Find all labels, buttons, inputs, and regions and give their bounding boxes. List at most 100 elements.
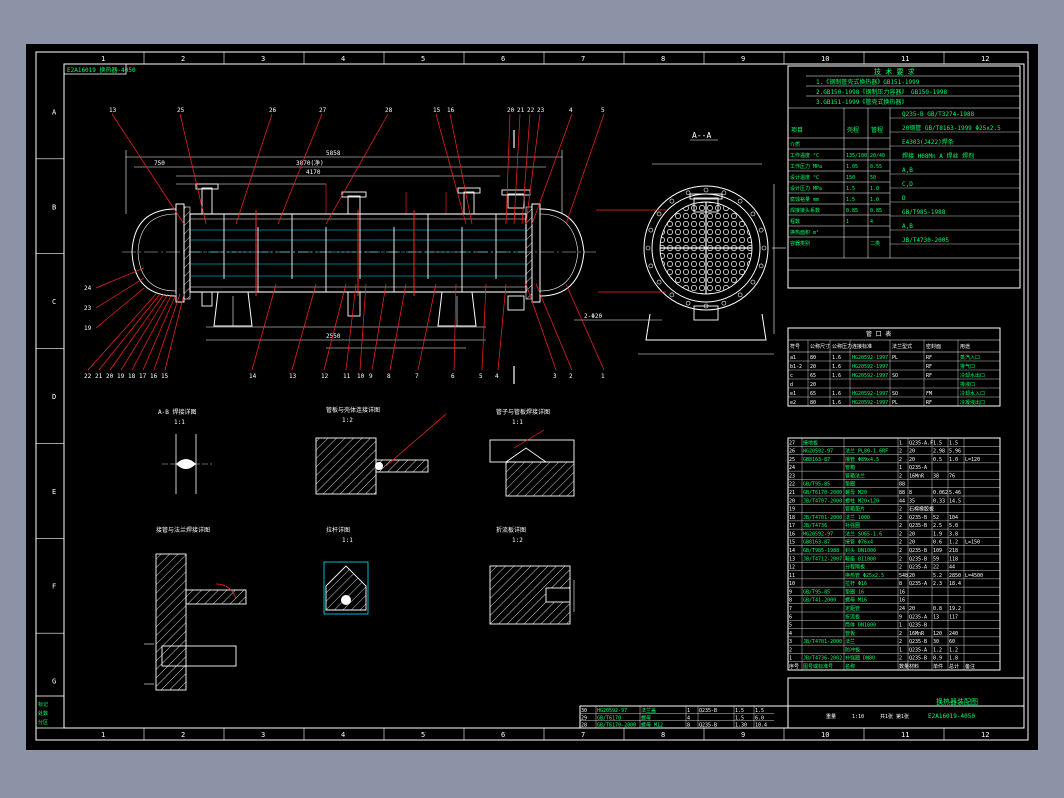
balloon-leader — [111, 113, 185, 225]
parts-cell: 16 — [789, 531, 795, 537]
parts-cell: 8 — [789, 598, 792, 604]
parts-cell: 定距管 — [845, 605, 860, 612]
detail-tubesheet-shell — [315, 413, 447, 495]
parts-cell: 19 — [789, 507, 795, 513]
parts-cell: 筒体 DN1000 — [845, 622, 876, 629]
small-table-cell: Q235-B — [699, 723, 717, 729]
parts-cell: 20 — [909, 449, 915, 455]
parts-cell: 109 — [933, 548, 942, 554]
material-row: D — [902, 195, 906, 202]
parts-cell: 2 — [899, 556, 902, 562]
bolt-hole — [737, 198, 743, 204]
parts-cell: 封头 DN1000 — [845, 547, 876, 554]
balloon-bottom: 4 — [495, 373, 499, 380]
bolt-hole — [669, 292, 675, 298]
small-table-cell: 28 — [581, 723, 587, 729]
nozzle-cell: e1 — [790, 391, 796, 397]
parts-cell: 数量 — [899, 663, 909, 670]
balloon-top: 26 — [269, 107, 277, 114]
balloon-left-side: 19 — [84, 325, 92, 332]
grid-col-label-top: 2 — [181, 55, 185, 63]
balloon-leader — [291, 283, 317, 371]
parts-cell: 5.46 — [949, 490, 961, 496]
nozzle-cell: PL — [892, 355, 898, 361]
parts-cell: 1 — [899, 623, 902, 629]
balloon-bottom: 8 — [387, 373, 391, 380]
parts-cell: 分程隔板 — [845, 564, 865, 571]
nozzle-cell: 1.6 — [832, 373, 841, 379]
parts-cell: 1.5 — [933, 440, 942, 446]
parts-cell: 9 — [789, 589, 792, 595]
parts-cell: 11 — [789, 573, 795, 579]
parts-cell: HG20592-97 — [803, 531, 833, 537]
balloon-top: 27 — [319, 107, 327, 114]
balloon-leader — [87, 293, 157, 371]
grid-row-label: A — [52, 108, 57, 116]
scale-value: 1:10 — [852, 714, 864, 720]
material-row: 焊接 H08Mn A 焊丝 焊剂 — [902, 152, 974, 160]
parts-cell: 2 — [789, 647, 792, 653]
dim-overall: 5858 — [326, 150, 341, 157]
dim-saddle-spacing: 2550 — [326, 333, 341, 340]
parts-cell: 117 — [949, 614, 958, 620]
parts-cell: 0.6 — [933, 540, 942, 546]
grid-col-label-bottom: 9 — [741, 731, 745, 739]
parts-cell: JB/T4736-2002 — [803, 656, 842, 662]
material-row: A,B — [902, 167, 913, 174]
parts-cell: Q235-A.F — [909, 440, 933, 446]
drawing-number: E2A16019-4050 — [928, 713, 975, 720]
grid-col-label-bottom: 7 — [581, 731, 585, 739]
parts-cell: 104 — [949, 515, 958, 521]
parts-cell: GB8163-87 — [803, 540, 830, 546]
nozzle-cell: SO — [892, 391, 898, 397]
balloon-leader — [531, 113, 573, 225]
parts-cell: 1.2 — [949, 540, 958, 546]
design-table-cell: 20/40 — [870, 153, 885, 159]
parts-cell: 螺母 M16 — [845, 597, 867, 604]
design-table-cell: 程数 — [790, 218, 800, 225]
parts-cell: 2 — [899, 523, 902, 529]
balloon-leader — [417, 283, 437, 371]
bolt-hole — [750, 279, 756, 285]
parts-cell: HG20592-97 — [803, 449, 833, 455]
revision-label: 分区 — [38, 719, 48, 726]
nozzle-cell: 1.6 — [832, 400, 841, 406]
parts-cell: 4 — [789, 631, 792, 637]
balloon-left-side: 23 — [84, 305, 92, 312]
parts-cell: Q235-B — [909, 639, 927, 645]
grid-row-label: G — [52, 678, 56, 686]
parts-cell: 13 — [933, 614, 939, 620]
parts-cell: 管板 — [845, 630, 855, 637]
detail-scale: 1:1 — [342, 537, 353, 544]
balloon-leader — [535, 283, 573, 371]
balloon-bottom: 12 — [321, 373, 329, 380]
bolt-hole — [761, 245, 767, 251]
parts-cell: JB/T4712-2007 — [803, 556, 842, 562]
parts-cell: 法兰 1000 — [845, 514, 870, 521]
parts-cell: 118 — [949, 556, 958, 562]
detail-scale: 1:1 — [512, 419, 523, 426]
parts-cell: 22 — [933, 565, 939, 571]
nozzle-cell: c — [790, 373, 793, 379]
dim-inner: 3870(净) — [296, 159, 324, 167]
nozzle-cell: RF — [926, 364, 932, 370]
parts-cell: 17 — [789, 523, 795, 529]
balloon-bottom: 5 — [479, 373, 483, 380]
small-table-cell: 1.5 — [735, 715, 744, 721]
balloon-leader — [453, 283, 457, 371]
nozzle-header: 连接标准 — [852, 343, 872, 350]
balloon-top: 4 — [569, 107, 573, 114]
technical-notes-block: 技 术 要 求 1.《钢制管壳式换热器》GB151-19992.GB150-19… — [787, 65, 1021, 289]
design-table-cell: 介质 — [790, 141, 800, 148]
balloon-leader — [389, 283, 407, 371]
detail-ab-weld — [162, 434, 212, 494]
parts-cell: 19.2 — [949, 606, 961, 612]
parts-cell: 名称 — [845, 663, 855, 670]
balloon-left-bottom: 21 — [95, 373, 103, 380]
revision-label: 处数 — [38, 710, 48, 717]
design-table-cell: 4 — [870, 219, 873, 225]
parts-cell: 0.5 — [933, 457, 942, 463]
parts-cell: GB/T6170-2000 — [803, 490, 842, 496]
